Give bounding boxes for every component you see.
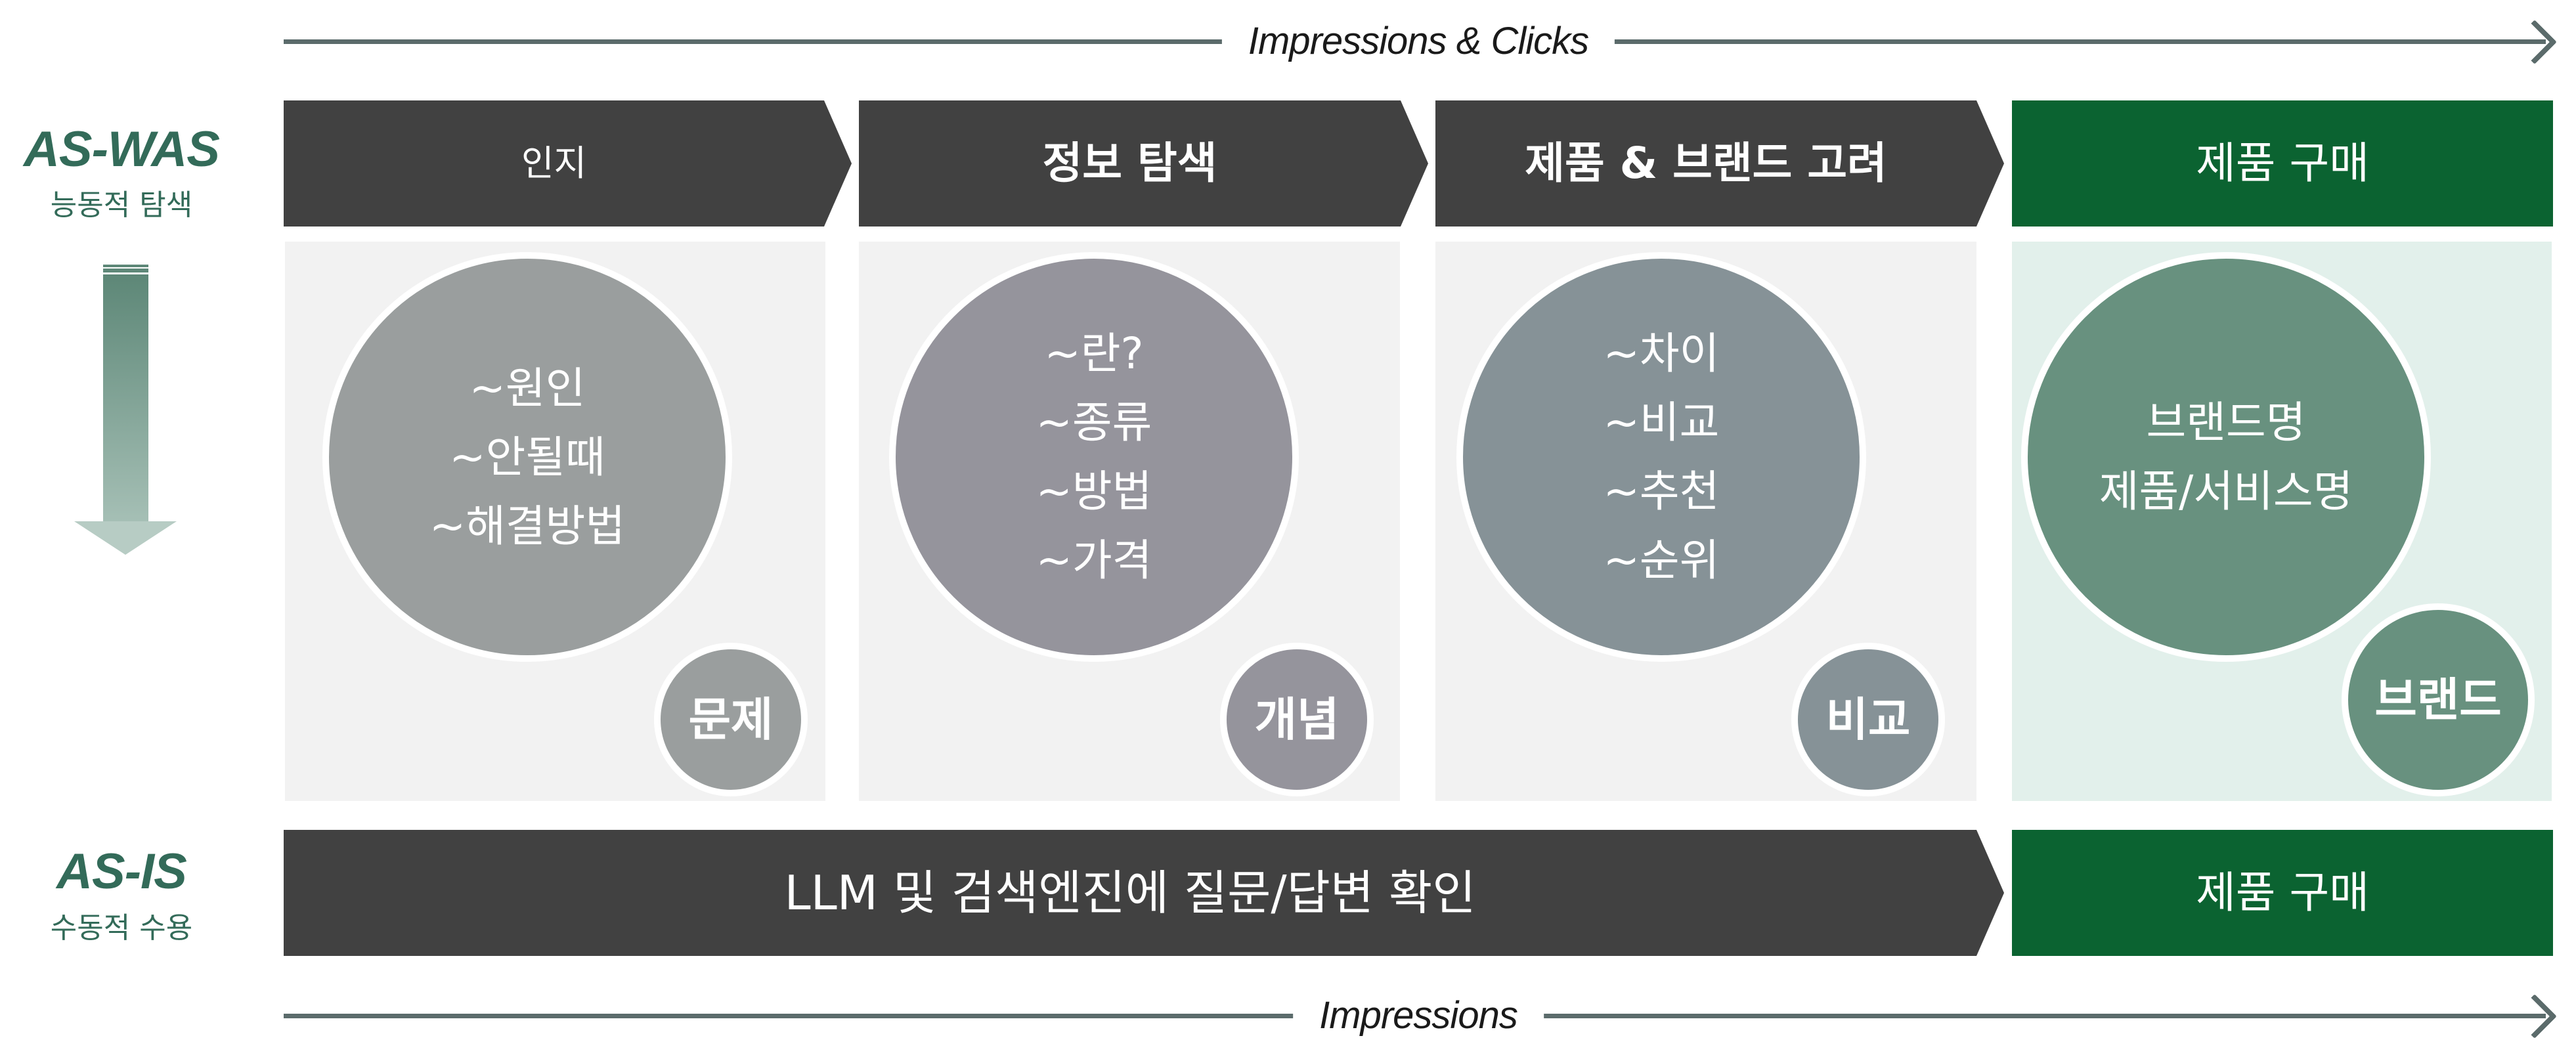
- arrow-right-icon: [2512, 994, 2557, 1039]
- keyword-circle: ~란? ~종류 ~방법 ~가격: [889, 252, 1299, 662]
- keyword-circle: ~원인 ~안될때 ~해결방법: [322, 252, 732, 662]
- top-axis-label: Impressions & Clicks: [1221, 22, 1615, 60]
- keyword: 제품/서비스명: [2099, 466, 2353, 517]
- as-is-purchase: 제품 구매: [2012, 830, 2553, 956]
- keyword: ~순위: [1603, 535, 1720, 586]
- stage-label: 인지: [521, 142, 587, 184]
- as-is-flow-bar: LLM 및 검색엔진에 질문/답변 확인: [284, 830, 2004, 956]
- keyword-circle: ~차이 ~비교 ~추천 ~순위: [1456, 252, 1866, 662]
- category-label: 문제: [688, 693, 774, 746]
- as-is-flow-label: LLM 및 검색엔진에 질문/답변 확인: [784, 865, 1476, 920]
- as-was-title: AS-WAS: [24, 121, 220, 177]
- keyword: ~차이: [1603, 328, 1720, 379]
- stage-purchase: 제품 구매: [2012, 100, 2553, 227]
- keyword: ~란?: [1044, 328, 1144, 379]
- category-label: 브랜드: [2374, 673, 2502, 727]
- keyword: ~방법: [1036, 466, 1152, 517]
- keyword: ~종류: [1036, 397, 1152, 448]
- category-badge: 문제: [654, 643, 808, 796]
- stage-awareness: 인지: [284, 100, 852, 227]
- stage-label: 제품 & 브랜드 고려: [1525, 138, 1887, 188]
- category-badge: 브랜드: [2342, 603, 2535, 796]
- as-was-subtitle: 능동적 탐색: [50, 188, 193, 222]
- keyword: ~추천: [1603, 466, 1720, 517]
- keyword-circle: 브랜드명 제품/서비스명: [2021, 252, 2431, 662]
- keyword: ~가격: [1036, 535, 1152, 586]
- as-is-title: AS-IS: [56, 844, 187, 899]
- as-is-purchase-label: 제품 구매: [2196, 867, 2369, 918]
- bottom-axis-label: Impressions: [1293, 997, 1544, 1035]
- as-is-subtitle: 수동적 수용: [50, 911, 193, 945]
- stage-label: 제품 구매: [2196, 138, 2369, 188]
- stage-consideration: 제품 & 브랜드 고려: [1435, 100, 2004, 227]
- category-badge: 비교: [1791, 643, 1945, 796]
- keyword: 브랜드명: [2146, 397, 2306, 448]
- category-label: 개념: [1254, 693, 1340, 746]
- stage-information-search: 정보 탐색: [859, 100, 1428, 227]
- keyword: ~안될때: [449, 431, 605, 483]
- keyword: ~해결방법: [429, 500, 626, 551]
- stage-label: 정보 탐색: [1042, 138, 1217, 188]
- arrow-right-icon: [2512, 20, 2557, 64]
- keyword: ~원인: [469, 362, 586, 414]
- keyword: ~비교: [1603, 397, 1720, 448]
- category-label: 비교: [1825, 693, 1911, 746]
- category-badge: 개념: [1220, 643, 1374, 796]
